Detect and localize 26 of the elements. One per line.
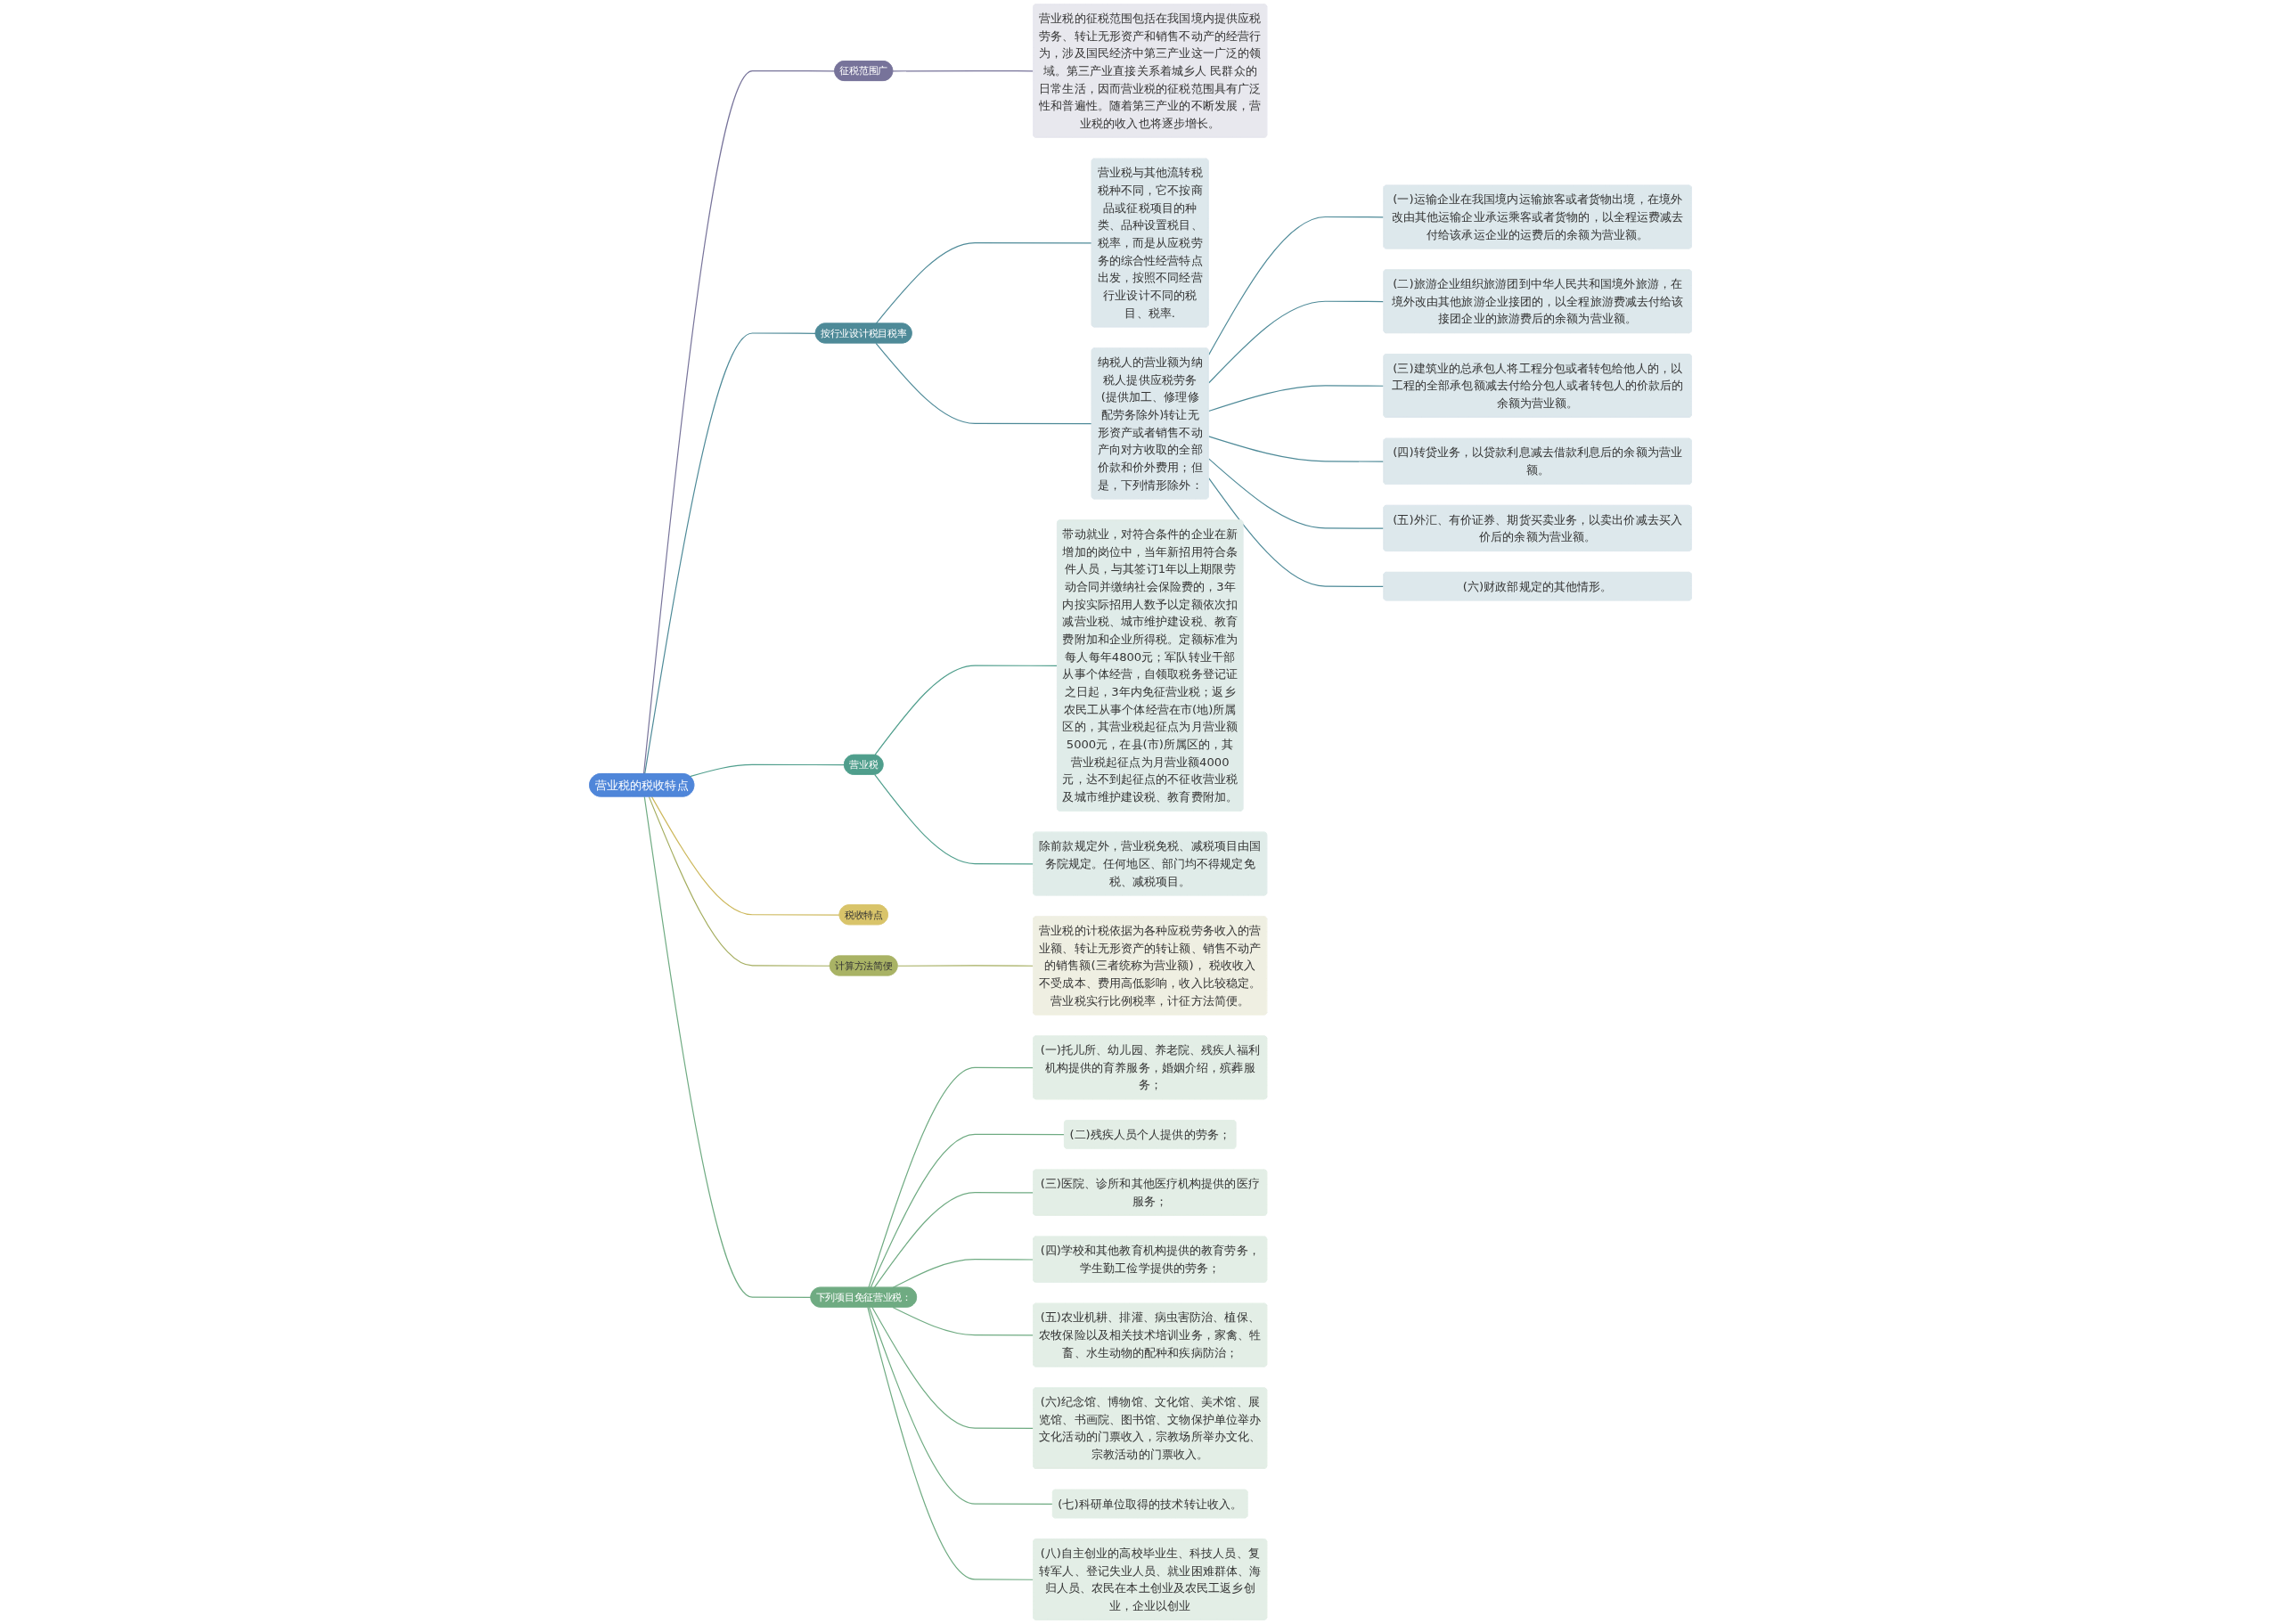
connector (1207, 477, 1385, 588)
connector (874, 665, 1059, 756)
connector (870, 1133, 1066, 1289)
connector (867, 1306, 1034, 1580)
connector (873, 1192, 1034, 1289)
connector (892, 1259, 1034, 1289)
connector (650, 796, 840, 916)
connector (1207, 300, 1385, 384)
connector (875, 241, 1093, 324)
connector (643, 796, 812, 1299)
connector (875, 342, 1093, 425)
connector (892, 69, 1034, 72)
connector (874, 773, 1034, 865)
connector (642, 69, 836, 775)
connector (868, 1066, 1034, 1289)
connector (892, 1306, 1034, 1336)
connector (868, 1306, 1054, 1505)
connector (644, 332, 817, 775)
connector (648, 796, 831, 967)
connector (1207, 216, 1385, 355)
connector (1207, 458, 1385, 529)
connector (1207, 436, 1385, 462)
connector (1207, 385, 1385, 412)
connector (896, 965, 1034, 967)
connector (871, 1306, 1034, 1430)
connector (689, 763, 846, 778)
